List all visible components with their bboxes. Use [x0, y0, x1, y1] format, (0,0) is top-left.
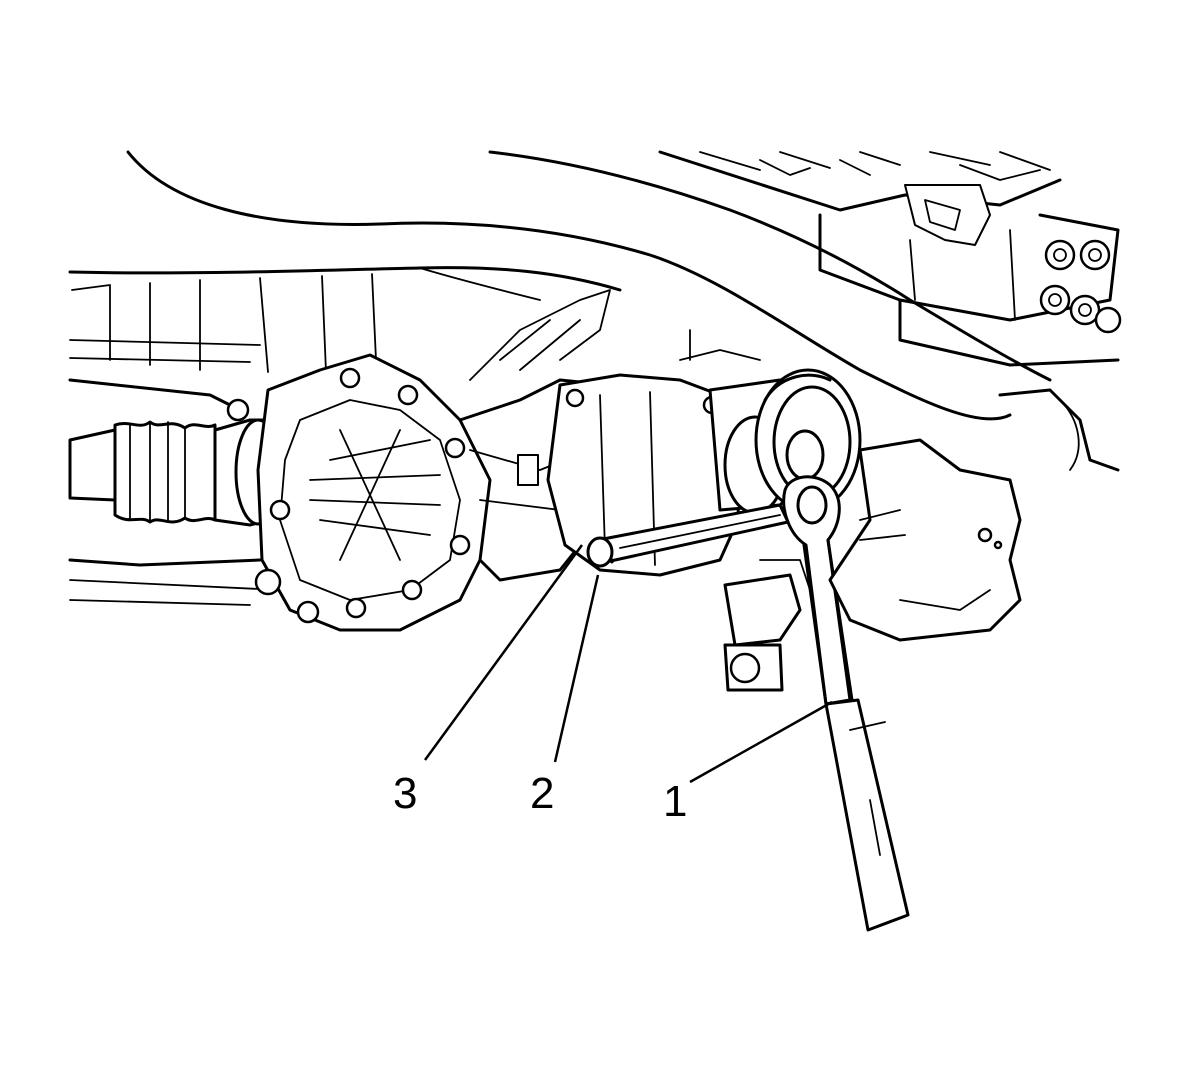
flange-holding-tool — [754, 368, 862, 512]
callout-label-1: 1 — [663, 777, 687, 826]
vehicle-body-outline — [68, 150, 1052, 421]
rear-frame-crossmember — [658, 150, 1122, 367]
leader-line-3 — [423, 544, 584, 761]
wrench-breaker-bar — [782, 475, 910, 932]
callout-label-2: 2 — [530, 769, 554, 818]
socket-extension — [586, 503, 790, 568]
callout-label-3: 3 — [393, 769, 417, 818]
lower-control-bracket — [723, 388, 1120, 692]
callout-leaders — [423, 544, 833, 784]
leader-line-2 — [553, 574, 600, 763]
differential-housing — [226, 289, 627, 632]
leader-line-1 — [689, 700, 833, 784]
